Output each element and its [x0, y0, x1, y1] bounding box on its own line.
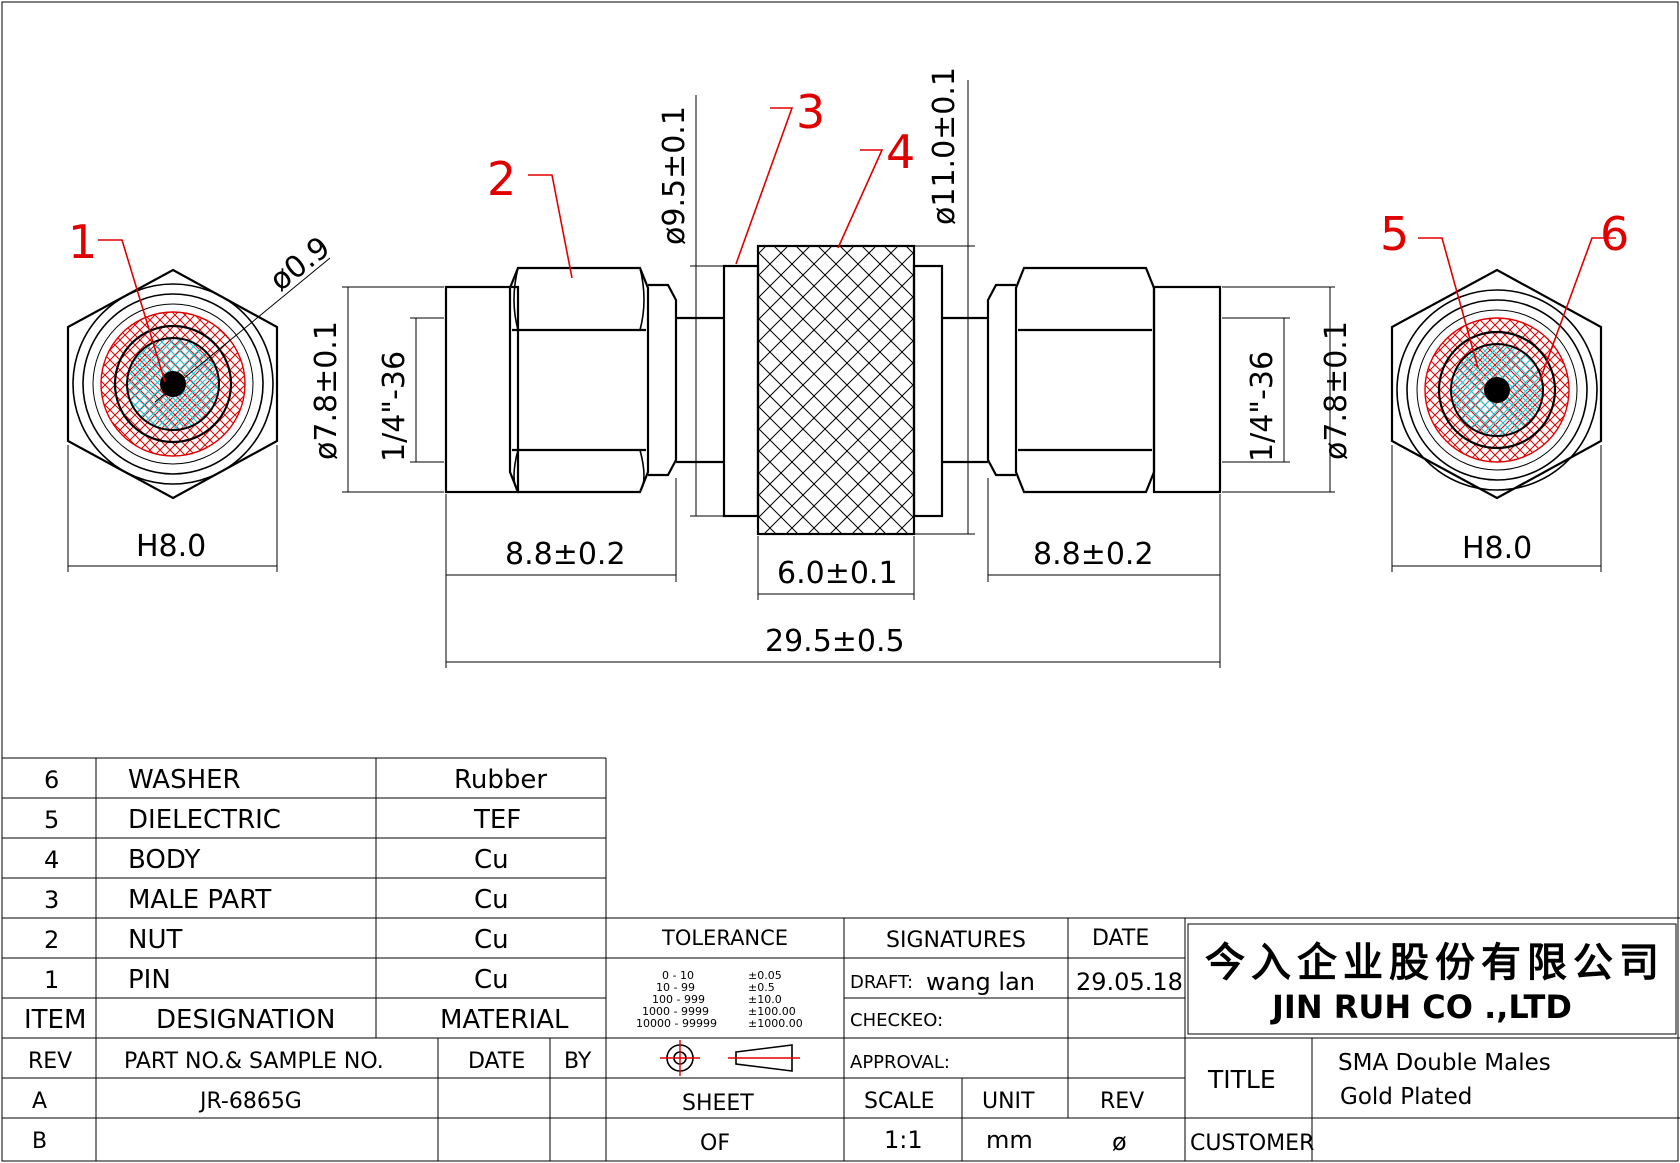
unit-label: UNIT: [982, 1089, 1035, 1114]
rev-label: REV: [1100, 1089, 1144, 1114]
dim-hex-left: H8.0: [136, 529, 206, 564]
title-label: TITLE: [1207, 1065, 1276, 1094]
tol-value-1: ±0.5: [748, 981, 775, 994]
tol-value-4: ±1000.00: [748, 1017, 803, 1030]
dim-hex-right: H8.0: [1462, 531, 1532, 566]
scale-label: SCALE: [864, 1089, 935, 1114]
rev-header-date: DATE: [468, 1049, 525, 1074]
checked-label: CHECKEO:: [850, 1010, 943, 1031]
bom-item-2: 2: [44, 926, 59, 954]
dim-body-len: 6.0±0.1: [777, 556, 898, 591]
callout-5: 5: [1380, 207, 1409, 261]
dim-body-dia: ø11.0±0.1: [927, 67, 962, 225]
rev-header-part: PART NO.& SAMPLE NO.: [124, 1049, 384, 1074]
bom-material-5: TEF: [473, 805, 521, 835]
callout-4: 4: [886, 125, 915, 179]
unit-value: mm: [986, 1126, 1033, 1154]
left-end-view: [66, 257, 331, 500]
tolerance-table: 0 - 10 ±0.05 10 - 99 ±0.5 100 - 999 ±10.…: [636, 969, 803, 1030]
callout-2: 2: [487, 152, 516, 206]
callout-3: 3: [796, 85, 825, 139]
bom-item-3: 3: [44, 886, 59, 914]
bom-designation-5: DIELECTRIC: [128, 805, 281, 835]
title-block-grid: [606, 918, 1680, 1161]
company-name-cn: 今入企业股份有限公司: [1205, 940, 1665, 986]
bom-table: 6 WASHER Rubber 5 DIELECTRIC TEF 4 BODY …: [2, 757, 1680, 1161]
tol-value-0: ±0.05: [748, 969, 782, 982]
bom-header-item: ITEM: [24, 1005, 86, 1035]
bom-designation-6: WASHER: [128, 765, 241, 795]
customer-label: CUSTOMER: [1190, 1131, 1314, 1156]
rev-value: ø: [1112, 1128, 1127, 1156]
dim-male-dia: ø9.5±0.1: [657, 106, 692, 245]
bom-designation-1: PIN: [128, 965, 171, 995]
tol-value-3: ±100.00: [748, 1005, 796, 1018]
tol-range-3: 1000 - 9999: [642, 1005, 709, 1018]
tolerance-title: TOLERANCE: [661, 926, 788, 950]
tol-value-2: ±10.0: [748, 993, 782, 1006]
dim-left-thread: 1/4"-36: [377, 351, 412, 462]
tol-range-1: 10 - 99: [656, 981, 695, 994]
projection-symbol-icon: [660, 1040, 800, 1076]
rev-header-rev: REV: [28, 1049, 72, 1074]
bom-designation-2: NUT: [128, 925, 182, 955]
dim-pin-dia: ø0.9: [263, 230, 337, 298]
signatures-date-label: DATE: [1092, 926, 1149, 951]
revision-table: REV PART NO.& SAMPLE NO. DATE BY A JR-68…: [28, 1049, 592, 1154]
scale-value: 1:1: [884, 1126, 923, 1154]
draft-name: wang lan: [926, 968, 1035, 996]
bom-material-1: Cu: [474, 965, 509, 995]
bom-material-3: Cu: [474, 885, 509, 915]
dim-total-len: 29.5±0.5: [765, 624, 905, 659]
bom-header-designation: DESIGNATION: [156, 1005, 335, 1035]
dim-nut-len-right: 8.8±0.2: [1033, 537, 1154, 572]
title-line-2: Gold Plated: [1340, 1084, 1472, 1110]
rev-header-by: BY: [564, 1049, 592, 1074]
side-view: [444, 244, 1222, 536]
approval-label: APPROVAL:: [850, 1052, 950, 1073]
sheet-label: SHEET: [682, 1091, 754, 1116]
dim-nut-len-left: 8.8±0.2: [505, 537, 626, 572]
rev-part-a: JR-6865G: [198, 1089, 302, 1114]
rev-row-b: B: [32, 1129, 47, 1154]
callout-1: 1: [68, 215, 97, 269]
bom-item-4: 4: [44, 846, 59, 874]
tol-range-4: 10000 - 99999: [636, 1017, 717, 1030]
dim-right-thread-dia: ø7.8±0.1: [1319, 321, 1354, 460]
signatures-title: SIGNATURES: [886, 928, 1026, 953]
draft-date: 29.05.18: [1076, 968, 1183, 996]
rev-row-a: A: [32, 1089, 47, 1114]
bom-item-5: 5: [44, 806, 59, 834]
title-line-1: SMA Double Males: [1338, 1050, 1551, 1076]
bom-designation-4: BODY: [128, 845, 200, 875]
callout-6: 6: [1600, 207, 1629, 261]
right-end-view: [1390, 268, 1603, 500]
draft-label: DRAFT:: [850, 972, 913, 993]
bom-item-1: 1: [44, 966, 59, 994]
tol-range-0: 0 - 10: [662, 969, 694, 982]
bom-header-material: MATERIAL: [440, 1005, 569, 1035]
dimension-lines: [67, 80, 1602, 668]
bom-item-6: 6: [44, 766, 59, 794]
bom-material-2: Cu: [474, 925, 509, 955]
callout-leaders: [98, 107, 1616, 383]
dim-right-thread: 1/4"-36: [1245, 351, 1280, 462]
bom-material-4: Cu: [474, 845, 509, 875]
tol-range-2: 100 - 999: [652, 993, 705, 1006]
of-label: OF: [700, 1131, 730, 1156]
bom-material-6: Rubber: [454, 765, 547, 795]
company-name-en: JIN RUH CO .,LTD: [1270, 988, 1572, 1026]
bom-designation-3: MALE PART: [128, 885, 271, 915]
dim-left-thread-dia: ø7.8±0.1: [309, 321, 344, 460]
